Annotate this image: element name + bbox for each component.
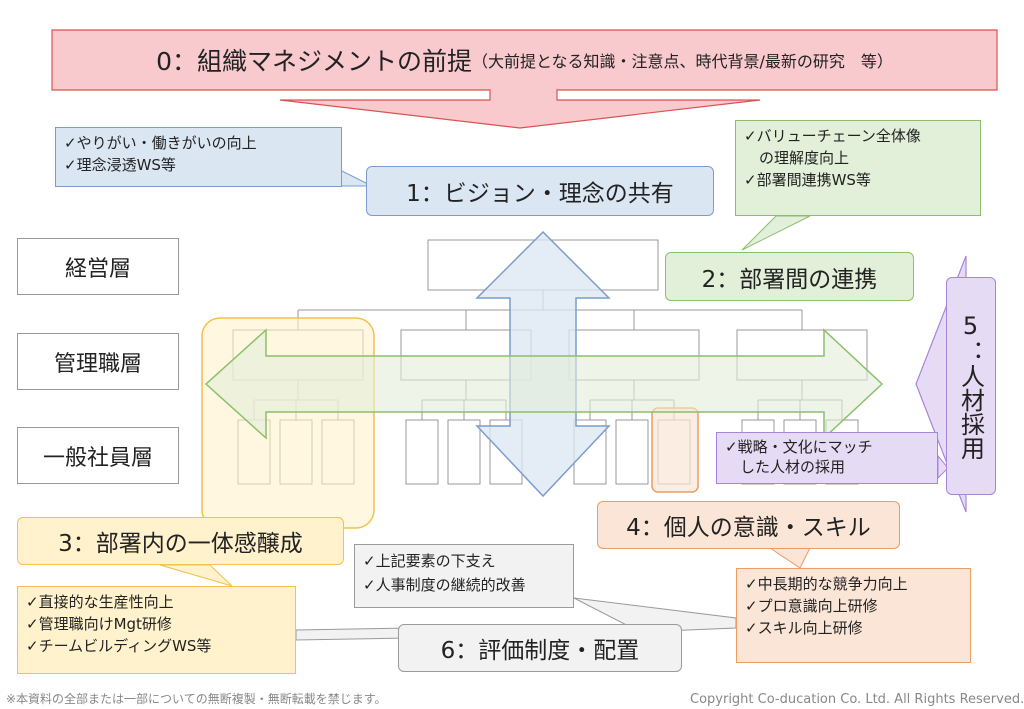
note-evaluation: ✓上記要素の下支え ✓人事制度の継続的改善	[354, 544, 574, 608]
footer-disclaimer: ※本資料の全部または一部についての無断複製・無断転載を禁じます。	[6, 692, 387, 706]
note-collab-line: ✓バリューチェーン全体像	[744, 127, 921, 145]
note-team-line: ✓チームビルディングWS等	[26, 637, 212, 655]
callout-tail-5	[937, 454, 949, 480]
callout-tail-4	[768, 547, 811, 569]
level-executive: 経営層	[17, 238, 179, 295]
note-recruit-line: ✓戦略・文化にマッチ	[725, 438, 873, 456]
stage-4-individual: 4：個人の意識・スキル	[597, 501, 900, 549]
premise-title-sub: （大前提となる知識・注意点、時代背景/最新の研究 等）	[472, 52, 893, 71]
callout-tail-3	[159, 564, 233, 587]
note-individual-line: ✓中長期的な競争力向上	[745, 575, 908, 593]
note-collaboration: ✓バリューチェーン全体像 の理解度向上 ✓部署間連携WS等	[735, 120, 981, 216]
stage-1-vision: 1：ビジョン・理念の共有	[366, 166, 714, 216]
callout-tail-2	[741, 215, 811, 251]
premise-arrow	[51, 29, 998, 129]
collaboration-double-arrow	[204, 328, 884, 440]
premise-title-main: 0：組織マネジメントの前提	[156, 47, 472, 76]
note-vision-line: ✓やりがい・働きがいの向上	[64, 134, 257, 152]
note-vision-line: ✓理念浸透WS等	[64, 156, 176, 174]
note-collab-line: ✓部署間連携WS等	[744, 171, 871, 189]
note-eval-line: ✓上記要素の下支え	[363, 552, 496, 570]
stage-5-recruitment: 5：人材採用	[946, 277, 996, 495]
department-highlight	[201, 317, 375, 529]
stage-3-team-unity: 3：部署内の一体感醸成	[17, 517, 344, 565]
note-team-line: ✓直接的な生産性向上	[26, 593, 174, 611]
stage-2-collaboration: 2：部署間の連携	[665, 252, 914, 301]
level-manager: 管理職層	[17, 333, 179, 390]
eval-wedge-left	[295, 627, 411, 641]
note-recruit-line: した人材の採用	[725, 458, 846, 476]
note-individual-line: ✓スキル向上研修	[745, 619, 863, 637]
note-individual-line: ✓プロ意識向上研修	[745, 597, 878, 615]
note-individual: ✓中長期的な競争力向上 ✓プロ意識向上研修 ✓スキル向上研修	[736, 568, 971, 663]
level-staff: 一般社員層	[17, 427, 179, 484]
note-recruitment: ✓戦略・文化にマッチ した人材の採用	[716, 432, 938, 484]
note-team-line: ✓管理職向けMgt研修	[26, 615, 172, 633]
premise-title: 0：組織マネジメントの前提（大前提となる知識・注意点、時代背景/最新の研究 等）	[52, 30, 997, 90]
note-eval-line: ✓人事制度の継続的改善	[363, 576, 526, 594]
stage-6-evaluation: 6：評価制度・配置	[398, 624, 682, 672]
note-team-unity: ✓直接的な生産性向上 ✓管理職向けMgt研修 ✓チームビルディングWS等	[17, 586, 296, 674]
note-collab-line: の理解度向上	[744, 149, 850, 167]
note-vision: ✓やりがい・働きがいの向上 ✓理念浸透WS等	[55, 127, 342, 187]
individual-highlight	[651, 407, 699, 493]
footer-copyright: Copyright Co-ducation Co. Ltd. All Right…	[690, 692, 1024, 707]
